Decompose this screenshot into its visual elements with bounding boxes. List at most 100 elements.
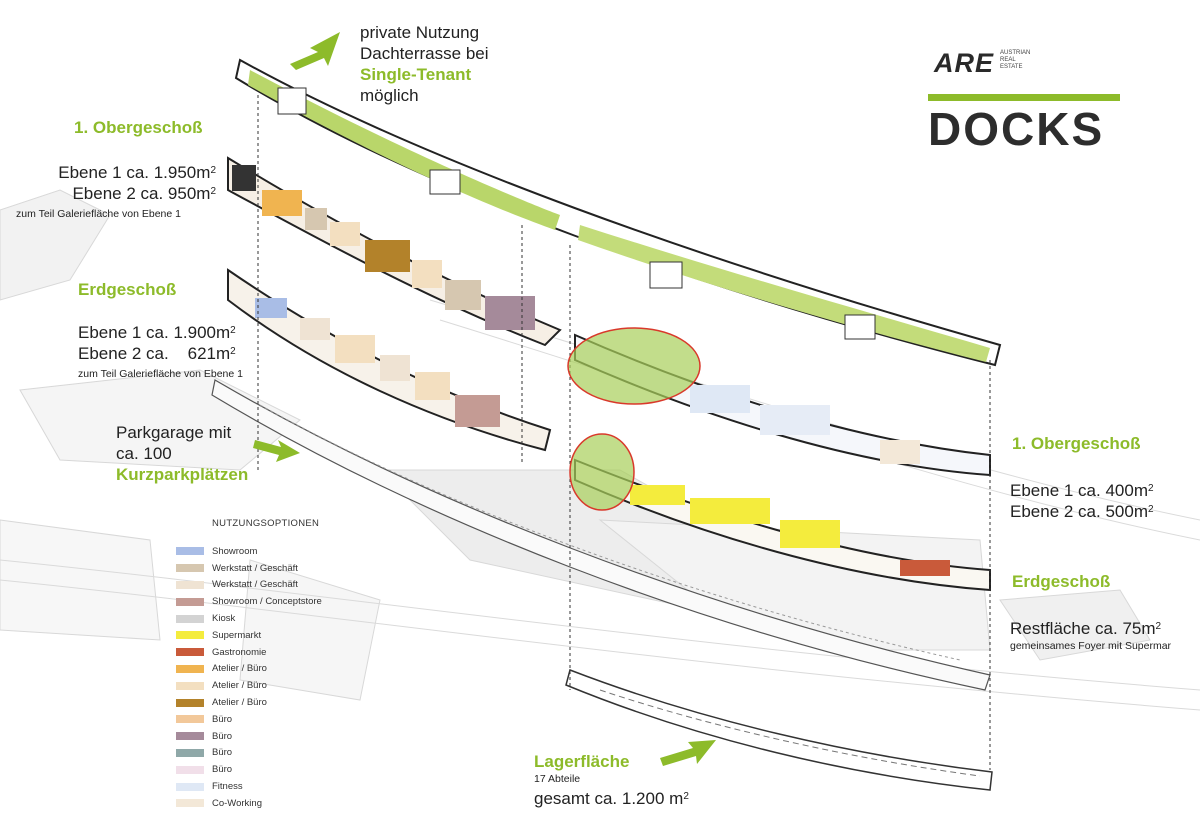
roof-line-4: möglich bbox=[360, 86, 419, 105]
left-eg-areas: Ebene 1 ca. 1.900m2 Ebene 2 ca. 621m2 bbox=[78, 322, 236, 364]
legend-item: Büro bbox=[176, 761, 376, 778]
legend-label: Showroom / Conceptstore bbox=[212, 596, 322, 608]
arrow-storage bbox=[660, 740, 716, 766]
legend-label: Gastronomie bbox=[212, 646, 267, 658]
legend-swatch bbox=[176, 547, 204, 556]
storage-total-unit: 2 bbox=[683, 791, 689, 802]
legend-swatch bbox=[176, 681, 204, 690]
legend-swatch bbox=[176, 631, 204, 640]
parking-line-2: ca. 100 bbox=[116, 444, 172, 463]
logo-sub-1: AUSTRIAN bbox=[1000, 50, 1031, 56]
right-og-title: 1. Obergeschoß bbox=[1012, 434, 1141, 453]
legend-item: Atelier / Büro bbox=[176, 694, 376, 711]
right-og-e2-unit: 2 bbox=[1147, 504, 1154, 515]
legend-item: Atelier / Büro bbox=[176, 661, 376, 678]
right-og-e1-unit: 2 bbox=[1147, 483, 1154, 494]
legend-item: Werkstatt / Geschäft bbox=[176, 577, 376, 594]
left-eg-e1-unit: 2 bbox=[230, 325, 236, 336]
logo-name: DOCKS bbox=[928, 103, 1105, 155]
storage-level bbox=[565, 669, 993, 791]
left-og-e1: Ebene 1 ca. 1.950m bbox=[58, 163, 211, 182]
legend-item: Büro bbox=[176, 745, 376, 762]
right-eg-note: gemeinsames Foyer mit Supermar bbox=[1010, 640, 1172, 652]
pointer-arrows bbox=[253, 32, 716, 766]
legend-swatch bbox=[176, 715, 204, 724]
left-og-e1-unit: 2 bbox=[210, 165, 216, 176]
legend-label: Werkstatt / Geschäft bbox=[212, 562, 298, 574]
legend-label: Atelier / Büro bbox=[212, 680, 267, 692]
left-upper-floor bbox=[227, 156, 562, 347]
right-eg-rest-unit: 2 bbox=[1155, 621, 1162, 632]
storage-sub: 17 Abteile bbox=[534, 773, 581, 785]
storage-total: gesamt ca. 1.200 m2 bbox=[534, 788, 689, 809]
legend-swatch bbox=[176, 664, 204, 673]
legend-label: Kiosk bbox=[212, 613, 236, 625]
legend-item: Co-Working bbox=[176, 795, 376, 812]
legend-item: Gastronomie bbox=[176, 644, 376, 661]
parking-line-1: Parkgarage mit bbox=[116, 423, 232, 442]
legend-swatch bbox=[176, 597, 204, 606]
parking-line-3: Kurzparkplätzen bbox=[116, 465, 249, 484]
left-og-areas: Ebene 1 ca. 1.950m2 Ebene 2 ca. 950m2 bbox=[42, 162, 216, 204]
legend-item: Atelier / Büro bbox=[176, 677, 376, 694]
left-ground-floor bbox=[227, 268, 552, 452]
legend-label: Fitness bbox=[212, 781, 243, 793]
legend-swatch bbox=[176, 648, 204, 657]
roof-line-2: Dachterrasse bei bbox=[360, 44, 489, 63]
logo-sub-2: REAL bbox=[1000, 57, 1016, 63]
legend-swatch bbox=[176, 564, 204, 573]
right-og-e1: Ebene 1 ca. 400m bbox=[1010, 481, 1148, 500]
parking-label: Parkgarage mit ca. 100 Kurzparkplätzen bbox=[116, 422, 248, 485]
legend-swatch bbox=[176, 698, 204, 707]
storage-total-value: gesamt ca. 1.200 m bbox=[534, 789, 684, 808]
storage-title: Lagerfläche bbox=[534, 752, 630, 771]
left-eg-e1: Ebene 1 ca. 1.900m bbox=[78, 323, 231, 342]
legend-item: Büro bbox=[176, 711, 376, 728]
legend-item: Showroom bbox=[176, 543, 376, 560]
left-eg-title: Erdgeschoß bbox=[78, 280, 177, 299]
parking-garage-level bbox=[211, 379, 991, 691]
legend-label: Supermarkt bbox=[212, 629, 262, 641]
legend-label: Büro bbox=[212, 764, 233, 776]
left-og-note: zum Teil Galeriefläche von Ebene 1 bbox=[16, 208, 181, 220]
right-og-e2: Ebene 2 ca. 500m bbox=[1010, 502, 1148, 521]
left-og-title: 1. Obergeschoß bbox=[74, 118, 203, 137]
logo-subtitle: AUSTRIAN REAL ESTATE bbox=[1000, 50, 1030, 71]
legend-item: Supermarkt bbox=[176, 627, 376, 644]
legend-label: Büro bbox=[212, 747, 233, 759]
legend-label: Showroom bbox=[212, 545, 258, 557]
legend-label: Büro bbox=[212, 713, 233, 725]
legend-item: Büro bbox=[176, 728, 376, 745]
roof-label: private Nutzung Dachterrasse bei Single-… bbox=[360, 22, 489, 106]
roof-line-3: Single-Tenant bbox=[360, 65, 472, 84]
left-eg-e2: Ebene 2 ca. 621m bbox=[78, 344, 231, 363]
legend-swatch bbox=[176, 748, 204, 757]
arrow-parking bbox=[253, 440, 300, 462]
legend-swatch bbox=[176, 799, 204, 808]
left-og-e2: Ebene 2 ca. 950m bbox=[72, 184, 211, 203]
legend-swatch bbox=[176, 614, 204, 623]
legend-item: Fitness bbox=[176, 778, 376, 795]
legend-item: Werkstatt / Geschäft bbox=[176, 560, 376, 577]
legend-item: Kiosk bbox=[176, 610, 376, 627]
legend-label: Atelier / Büro bbox=[212, 663, 267, 675]
highlight-areas bbox=[567, 327, 701, 511]
right-eg-rest-value: Restfläche ca. 75m bbox=[1010, 619, 1156, 638]
right-og-areas: Ebene 1 ca. 400m2 Ebene 2 ca. 500m2 bbox=[1010, 480, 1154, 522]
highlight-upper bbox=[567, 327, 701, 405]
left-og-e2-unit: 2 bbox=[210, 186, 216, 197]
legend-swatch bbox=[176, 782, 204, 791]
right-eg-rest: Restfläche ca. 75m2 bbox=[1010, 618, 1161, 639]
left-eg-e2-unit: 2 bbox=[230, 346, 236, 357]
legend-swatch bbox=[176, 580, 204, 589]
legend-swatch bbox=[176, 765, 204, 774]
highlight-ground bbox=[569, 433, 635, 511]
logo-sub-3: ESTATE bbox=[1000, 64, 1023, 70]
roof-line-1: private Nutzung bbox=[360, 23, 480, 42]
arrow-roof bbox=[290, 32, 340, 70]
legend-label: Atelier / Büro bbox=[212, 697, 267, 709]
legend-swatch bbox=[176, 732, 204, 741]
logo-brand: ARE bbox=[934, 48, 995, 78]
